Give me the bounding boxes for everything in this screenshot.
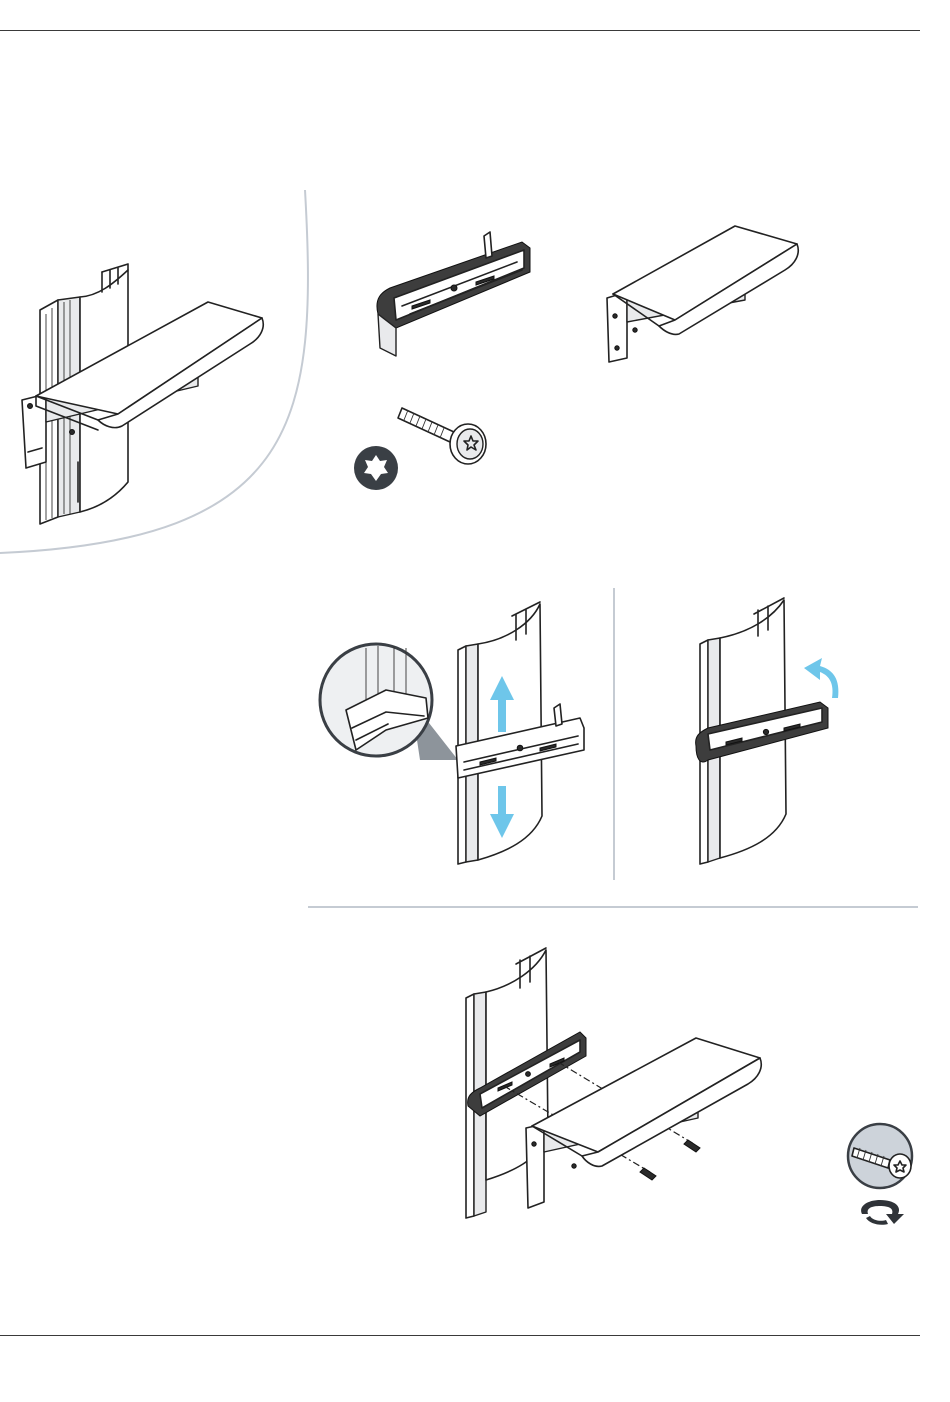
step-slide-bracket-illustration — [316, 600, 616, 870]
step-tilt-bracket-illustration — [692, 596, 862, 866]
overview-assembly-illustration — [18, 262, 298, 532]
curved-arrow-icon — [804, 658, 838, 698]
detail-magnifier — [320, 644, 458, 760]
torx-bit-icon — [354, 446, 398, 490]
screw-badge-icon — [848, 1124, 912, 1188]
screw-icon — [398, 408, 486, 464]
step-fasten-shelf-illustration — [462, 946, 782, 1246]
rotate-icon — [861, 1200, 904, 1225]
part-bracket-illustration — [372, 228, 542, 368]
part-shelf-illustration — [605, 222, 805, 372]
part-hardware — [350, 396, 500, 496]
fasten-hardware-badge — [840, 1118, 920, 1238]
